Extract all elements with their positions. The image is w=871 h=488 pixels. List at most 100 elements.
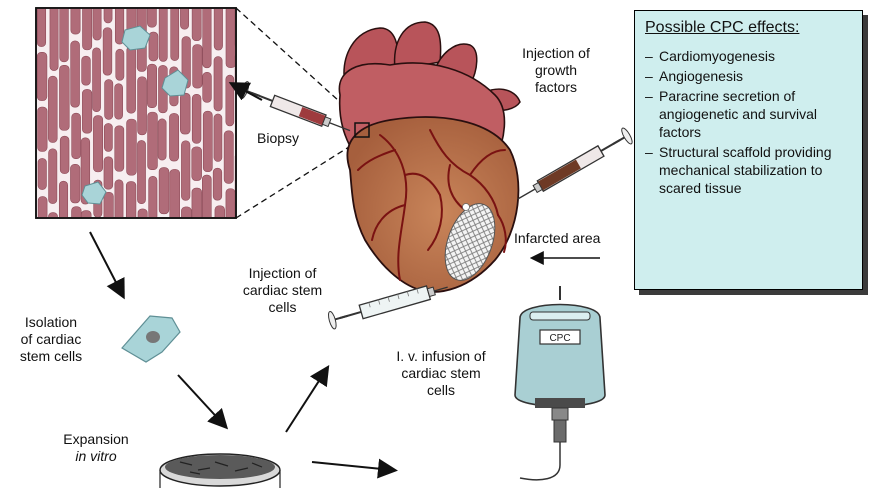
cpc-effect-item: –Structural scaffold providing mechanica… (645, 143, 854, 197)
muscle-fiber (158, 217, 167, 261)
muscle-fiber (192, 94, 201, 143)
muscle-fiber (60, 136, 69, 173)
isolation-line-2: of cardiac (6, 331, 96, 348)
muscle-fiber (147, 0, 156, 27)
cpc-effects-title: Possible CPC effects: (645, 19, 854, 37)
cpc-bag-label: CPC (549, 333, 570, 344)
injection-csc-line-3: cells (235, 299, 330, 316)
injection-csc-label: Injection of cardiac stem cells (235, 265, 330, 316)
muscle-fiber (192, 0, 201, 41)
iv-infusion-label: I. v. infusion of cardiac stem cells (386, 348, 496, 399)
muscle-fiber (104, 192, 113, 250)
muscle-fiber (181, 207, 191, 240)
cpc-effect-item: –Paracrine secretion of angiogenetic and… (645, 87, 854, 141)
muscle-fiber (115, 0, 124, 44)
muscle-fiber (72, 113, 81, 159)
muscle-fiber (193, 44, 202, 88)
cpc-effects-list: –Cardiomyogenesis –Angiogenesis –Paracri… (645, 47, 854, 197)
muscle-fiber (202, 175, 211, 222)
injection-growth-line-1: Injection of (516, 45, 596, 62)
in-vitro-line: in vitro (56, 448, 136, 465)
muscle-fiber (127, 119, 137, 175)
muscle-fiber (149, 176, 157, 220)
petri-dish (160, 454, 280, 488)
muscle-fiber (93, 116, 102, 172)
muscle-fiber (37, 0, 45, 47)
expansion-line-1: Expansion (56, 431, 136, 448)
muscle-fiber (72, 207, 82, 246)
muscle-fiber (214, 57, 222, 111)
muscle-fiber (192, 188, 202, 253)
muscle-fiber (224, 131, 233, 184)
iv-infusion-line-1: I. v. infusion of (386, 348, 496, 365)
muscle-fiber (203, 72, 212, 102)
muscle-fiber (104, 123, 112, 151)
muscle-fiber (115, 84, 123, 119)
muscle-fiber (93, 0, 101, 40)
injection-csc-line-1: Injection of (235, 265, 330, 282)
muscle-fiber (203, 111, 212, 172)
muscle-fiber (38, 107, 48, 151)
muscle-fiber (59, 65, 69, 130)
muscle-fiber (104, 0, 112, 23)
muscle-fiber (171, 3, 179, 60)
muscle-fiber (82, 89, 91, 133)
isolation-line-3: stem cells (6, 348, 96, 365)
muscle-fiber (105, 80, 113, 120)
muscle-fiber (203, 4, 211, 68)
muscle-fiber (213, 168, 222, 200)
muscle-fiber (38, 158, 46, 189)
muscle-fiber (226, 75, 234, 126)
muscle-fiber (82, 56, 91, 85)
muscle-fiber (59, 181, 67, 235)
muscle-fiber (127, 46, 136, 113)
expansion-label: Expansion in vitro (56, 431, 136, 465)
isolation-label: Isolation of cardiac stem cells (6, 314, 96, 365)
muscle-fiber (138, 209, 147, 256)
injection-growth-label: Injection of growth factors (516, 45, 596, 96)
muscle-fiber (38, 197, 47, 231)
injection-growth-line-2: growth (516, 62, 596, 79)
muscle-fiber (116, 49, 124, 80)
muscle-fiber (138, 77, 147, 135)
biopsy-label: Biopsy (257, 130, 299, 147)
muscle-fiber (71, 41, 80, 107)
heart-illustration (339, 22, 520, 292)
muscle-fiber (48, 76, 57, 142)
iv-infusion-line-2: cardiac stem (386, 365, 496, 382)
muscle-fiber (159, 168, 169, 214)
muscle-fiber (104, 157, 113, 189)
muscle-fiber (126, 182, 136, 250)
muscle-fiber (37, 52, 47, 100)
muscle-fiber (93, 48, 101, 112)
muscle-fiber (49, 149, 57, 204)
muscle-fiber (226, 189, 235, 229)
muscle-fiber (236, 99, 246, 148)
muscle-fiber (158, 119, 166, 160)
muscle-fiber (92, 221, 101, 252)
muscle-fiber (70, 164, 79, 203)
injection-growth-line-3: factors (516, 79, 596, 96)
growth-factor-syringe (513, 127, 634, 207)
muscle-fiber (147, 64, 156, 108)
muscle-fiber (180, 0, 188, 29)
isolation-line-1: Isolation (6, 314, 96, 331)
infarcted-area-label: Infarcted area (514, 230, 600, 247)
iv-bag (515, 286, 605, 480)
muscle-fiber (214, 114, 222, 161)
muscle-fiber (170, 169, 180, 235)
muscle-fiber (137, 140, 145, 203)
muscle-fiber (115, 180, 123, 229)
muscle-fiber (181, 141, 190, 201)
cpc-effect-item: –Cardiomyogenesis (645, 47, 854, 65)
muscle-fiber (115, 126, 124, 172)
muscle-fiber (60, 3, 69, 62)
iv-infusion-line-3: cells (386, 382, 496, 399)
muscle-fiber (159, 0, 167, 61)
muscle-fiber (148, 112, 158, 170)
muscle-fiber (180, 93, 190, 134)
injection-csc-line-2: cardiac stem (235, 282, 330, 299)
muscle-fiber (215, 206, 225, 261)
muscle-fiber (226, 6, 236, 68)
muscle-fiber (192, 147, 202, 181)
